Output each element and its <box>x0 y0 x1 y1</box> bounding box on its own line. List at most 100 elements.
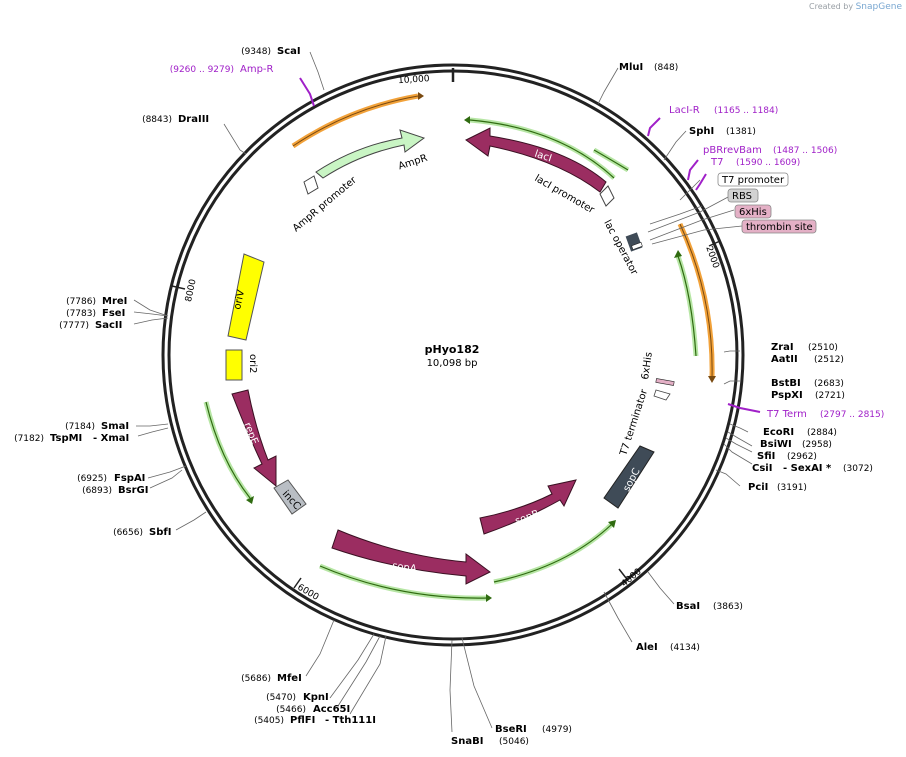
enzyme-pos-ecori: (2884) <box>807 428 837 438</box>
enzyme-pos-sfii: (2962) <box>787 452 817 462</box>
primer-name-t7: T7 <box>710 157 723 168</box>
orf-arc-inner-right <box>675 255 699 357</box>
enzyme-pos-kpni: (5470) <box>266 693 296 703</box>
orf-arc-sopA-core <box>319 565 489 599</box>
enzyme-pos-aatii: (2512) <box>814 355 844 365</box>
box-t7-promoter <box>717 172 789 187</box>
enzyme-pos-bsiwi: (2958) <box>802 440 832 450</box>
enzyme-name-ecori: EcoRI <box>763 427 794 438</box>
orf-arc-sopB-core <box>493 523 613 583</box>
enzyme-name-csii: CsiI <box>752 463 772 474</box>
primer-name-t7-term: T7 Term <box>766 409 807 420</box>
snapgene-brand: SnapGene <box>855 2 902 12</box>
boxed-label-6xhis: 6xHis <box>739 207 767 218</box>
enzyme-pos-smai: (7184) <box>65 422 95 432</box>
enzyme-pos-acc65i: (5466) <box>276 705 306 715</box>
enzyme-leader-lines <box>133 51 753 733</box>
enzyme-name-tspmi: TspMI <box>50 433 82 444</box>
enzyme-name-snabi: SnaBI <box>451 736 483 747</box>
enzyme-pos-bsai: (3863) <box>713 602 743 612</box>
primer-range-laci-r: (1165 .. 1184) <box>714 106 778 116</box>
orf-arc-sopB <box>493 522 614 585</box>
tick-label-2000: 2000 <box>703 245 720 270</box>
feature-sopA-arrow <box>331 529 491 585</box>
tick-mark-6000 <box>293 577 302 589</box>
enzyme-pos-mlui: (848) <box>654 63 678 73</box>
orf-arrow-laci <box>464 116 470 124</box>
enzyme-pos-mrei: (7786) <box>66 297 96 307</box>
backbone-outer-ring <box>161 63 745 647</box>
feature-label-repE: repE <box>241 421 260 446</box>
box-rbs <box>727 188 759 203</box>
enzyme-pos-bsrgi: (6893) <box>82 486 112 496</box>
enzyme-name-mlui: MluI <box>619 62 643 73</box>
feature-label-laci: lacI <box>533 149 553 165</box>
feature-laci-promoter <box>599 185 615 207</box>
feature-t7-promoter-mark <box>631 242 643 250</box>
enzyme-pos-csii: (3072) <box>843 464 873 474</box>
boxed-label-t7-promoter: T7 promoter <box>721 175 785 186</box>
enzyme-name-fspai: FspAI <box>114 473 145 484</box>
tick-label-8000: 8000 <box>184 278 199 303</box>
orf-arrow-sopA <box>486 594 492 602</box>
orf-arc-repE-core <box>205 401 251 499</box>
box-6xhis <box>734 204 772 219</box>
boxed-label-thrombin-site: thrombin site <box>746 222 813 233</box>
orf-arrow-inner-right <box>674 250 682 258</box>
orf-arc-laci-core <box>469 119 615 179</box>
enzyme-pos-fspai: (6925) <box>77 474 107 484</box>
enzyme-name-sphi: SphI <box>689 126 714 137</box>
enzyme-name-scai: ScaI <box>277 46 301 57</box>
enzyme-extra-xmai: - XmaI <box>93 433 129 444</box>
primer-markers <box>299 77 761 413</box>
feature-label-t7-terminator: T7 terminator <box>618 387 650 458</box>
orf-arrow-sopB <box>608 520 616 528</box>
enzyme-pos-sbfi: (6656) <box>113 528 143 538</box>
primer-name-amp-r: Amp-R <box>240 64 274 75</box>
enzyme-pos-tspmi: (7182) <box>14 434 44 444</box>
enzyme-name-bstbi: BstBI <box>771 378 801 389</box>
enzyme-pos-pspxi: (2721) <box>815 391 845 401</box>
enzyme-name-kpni: KpnI <box>303 692 329 703</box>
orf-arc-ampr-core <box>292 95 419 147</box>
tick-mark-4000 <box>618 568 627 579</box>
primer-name-laci-r: LacI-R <box>669 105 700 116</box>
enzyme-name-bsiwi: BsiWI <box>760 439 792 450</box>
enzyme-name-zrai: ZraI <box>771 342 794 353</box>
enzyme-name-sacii: SacII <box>95 320 122 331</box>
tick-mark-8000 <box>171 285 186 290</box>
enzyme-pos-pcii: (3191) <box>777 483 807 493</box>
tick-mark-2000 <box>708 240 721 247</box>
feature-repE-arrow <box>231 389 277 488</box>
enzyme-name-fsei: FseI <box>102 308 125 319</box>
enzyme-name-sbfi: SbfI <box>149 527 171 538</box>
primer-range-amp-r: (9260 .. 9279) <box>170 65 234 75</box>
enzyme-name-pcii: PciI <box>748 482 768 493</box>
enzyme-pos-bstbi: (2683) <box>814 379 844 389</box>
feature-ampr-arrow <box>315 129 426 179</box>
orf-arc-lacI-short-core <box>593 149 629 171</box>
enzyme-pos-fsei: (7783) <box>66 309 96 319</box>
feature-label-ori2: ori2 <box>247 354 258 373</box>
enzyme-pos-snabi: (5046) <box>499 737 529 747</box>
enzyme-name-bsrgi: BsrGI <box>118 485 148 496</box>
plasmid-size: 10,098 bp <box>427 358 478 369</box>
enzyme-name-pspxi: PspXI <box>771 390 803 401</box>
orf-arrow-ampr <box>418 92 424 100</box>
feature-label-sopA: sopA <box>391 561 417 575</box>
feature-label-ampr-promoter: AmpR promoter <box>291 174 360 234</box>
feature-6xhis-box <box>655 378 675 386</box>
feature-ori2 <box>225 349 243 381</box>
enzyme-name-bsai: BsaI <box>676 601 700 612</box>
enzyme-name-alei: AleI <box>636 642 658 653</box>
enzyme-name-acc65i: Acc65I <box>313 704 350 715</box>
enzyme-name-sfii: SfiI <box>757 451 775 462</box>
enzyme-pos-mfei: (5686) <box>241 674 271 684</box>
enzyme-pos-bseri: (4979) <box>542 725 572 735</box>
feature-laci-arrow <box>465 127 607 193</box>
feature-t7-terminator-mark <box>653 389 671 401</box>
enzyme-name-smai: SmaI <box>101 421 129 432</box>
enzyme-name-mrei: MreI <box>102 296 127 307</box>
enzyme-name-draiii: DraIII <box>178 114 209 125</box>
